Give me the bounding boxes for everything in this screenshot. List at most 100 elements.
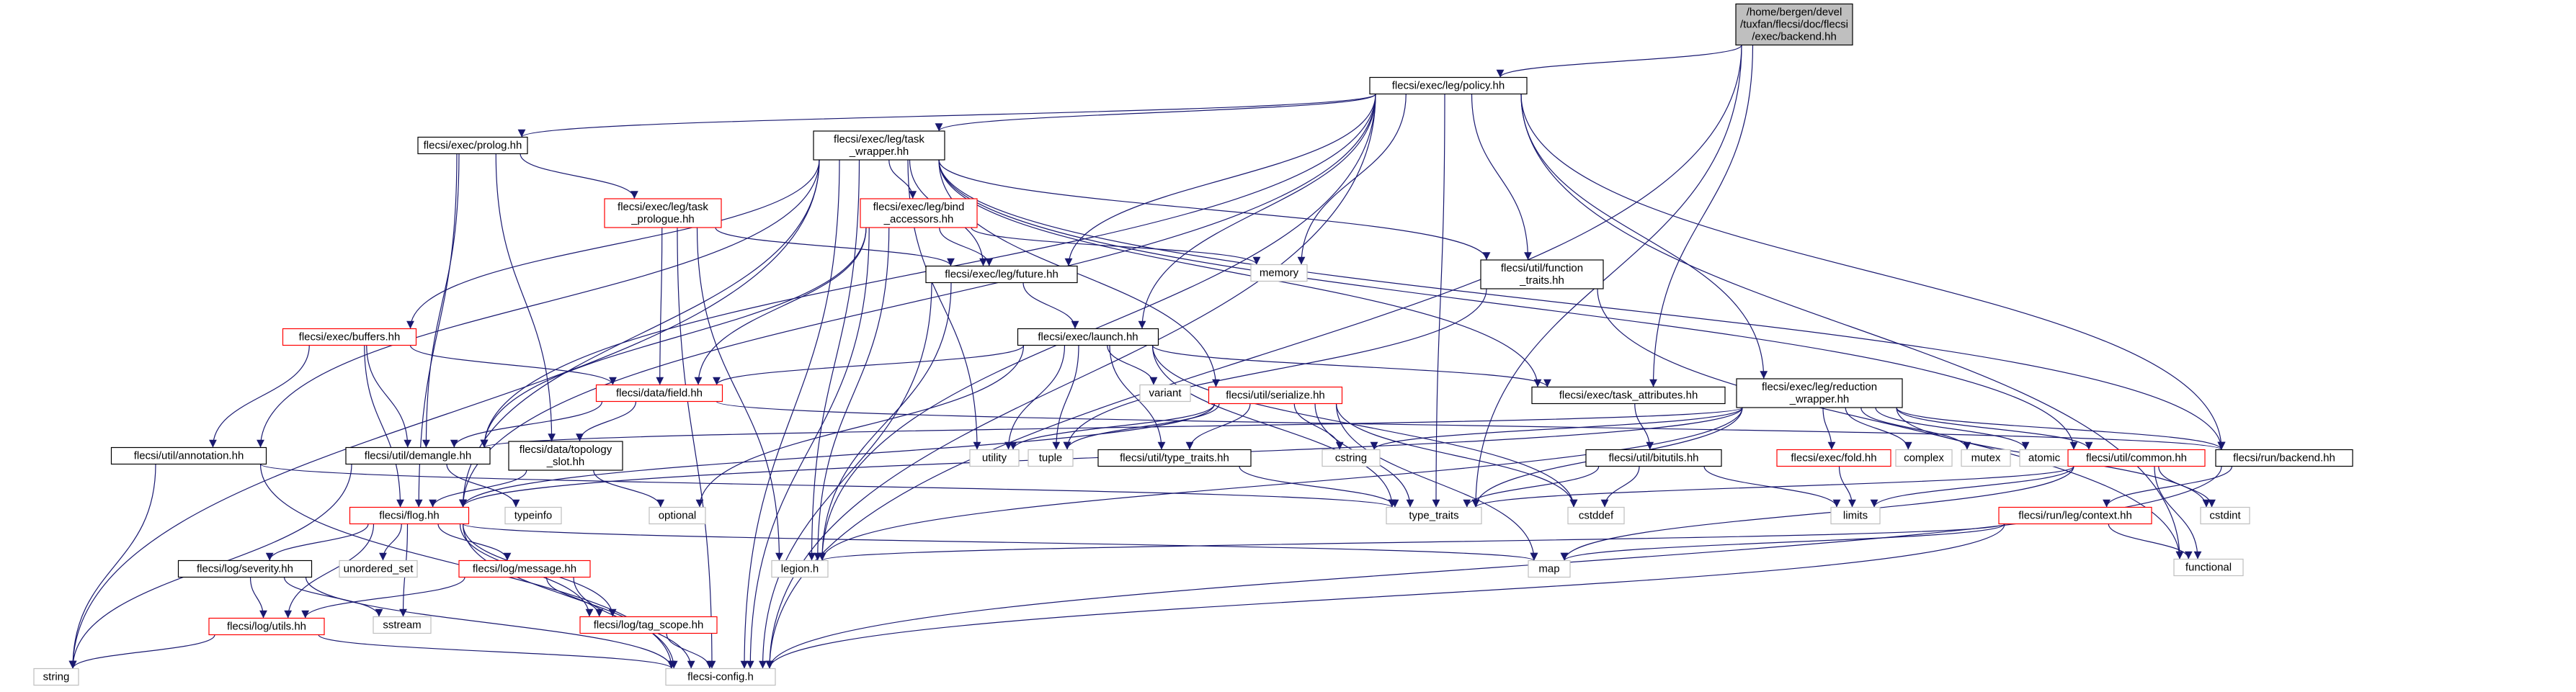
node-box [508, 441, 623, 471]
edge-line [1151, 344, 1551, 388]
node-serialize[interactable]: flecsi/util/serialize.hh [1208, 386, 1343, 405]
node-topology-slot[interactable]: flecsi/data/topology_slot.hh [508, 441, 623, 471]
node-policy[interactable]: flecsi/exec/leg/policy.hh [1369, 76, 1528, 95]
edge-policy-to-memory [1297, 94, 1407, 265]
edge-line [284, 524, 375, 619]
node-box [1139, 384, 1191, 403]
edge-buffers-to-annotation [209, 345, 310, 448]
node-box [1528, 560, 1571, 578]
edge-line [450, 401, 603, 448]
node-annotation[interactable]: flecsi/util/annotation.hh [110, 446, 267, 465]
node-tag-scope[interactable]: flecsi/log/tag_scope.hh [579, 616, 718, 634]
edge-line [1520, 94, 2226, 450]
edge-severity-to-log-utils [249, 577, 267, 619]
edge-line [283, 577, 383, 617]
edge-prolog-to-demangle [422, 153, 460, 448]
node-field[interactable]: flecsi/data/field.hh [595, 384, 723, 403]
edge-policy-to-task-wrapper [935, 93, 1376, 132]
node-type-traits-hh[interactable]: flecsi/util/type_traits.hh [1097, 449, 1252, 467]
node-flog[interactable]: flecsi/flog.hh [349, 506, 470, 525]
edge-line [1138, 94, 1376, 329]
node-mutex: mutex [1961, 449, 2011, 467]
edge-line [2158, 466, 2216, 508]
edge-context-to-legion-h [819, 523, 2005, 562]
edge-type-traits-hh-to-type-traits [1239, 466, 1399, 508]
edge-fold-to-limits [1838, 466, 1856, 508]
node-label: functional [2185, 562, 2232, 574]
node-box [969, 449, 1020, 467]
node-common[interactable]: flecsi/util/common.hh [2067, 449, 2206, 467]
node-label: _accessors.hh [883, 213, 954, 225]
edge-reduction-wrapper-to-mutex [1860, 407, 1971, 450]
node-reduction-wrapper[interactable]: flecsi/exec/leg/reduction_wrapper.hh [1736, 378, 1903, 408]
edge-line [1370, 407, 1743, 450]
node-label: flecsi/exec/leg/reduction [1762, 381, 1877, 393]
node-task-prologue[interactable]: flecsi/exec/leg/task_prologue.hh [604, 198, 722, 228]
edge-line [1560, 466, 2074, 561]
node-box [1097, 449, 1252, 467]
node-box [2067, 449, 2206, 467]
node-box [177, 560, 313, 578]
node-demangle[interactable]: flecsi/util/demangle.hh [345, 446, 491, 465]
edge-line [1151, 345, 1578, 508]
edge-line [1471, 45, 1742, 508]
edge-line [695, 345, 1025, 508]
node-box [1028, 449, 1074, 467]
edge-policy-to-legion-h [818, 94, 1376, 561]
edge-line [462, 524, 678, 669]
node-box [1895, 449, 1953, 467]
edge-flog-to-map [462, 523, 1538, 562]
edge-flog-to-log-utils [284, 524, 375, 619]
node-message[interactable]: flecsi/log/message.hh [458, 560, 591, 578]
node-buffers[interactable]: flecsi/exec/buffers.hh [282, 328, 417, 346]
edge-bitutils-to-cstddef [1600, 466, 1640, 508]
node-label: flecsi/exec/leg/task [618, 201, 708, 213]
edge-launch-to-tuple [1052, 345, 1079, 450]
node-label: /exec/backend.hh [1752, 31, 1837, 43]
node-prolog[interactable]: flecsi/exec/prolog.hh [417, 136, 528, 155]
edge-line [1496, 45, 1742, 78]
edge-buffers-to-field [409, 345, 617, 385]
node-severity[interactable]: flecsi/log/severity.hh [177, 560, 313, 578]
edge-serialize-to-flog [459, 403, 1216, 508]
edge-reduction-wrapper-to-cstring [1370, 407, 1743, 450]
edge-task-prologue-to-legion-h [696, 227, 783, 561]
node-bitutils[interactable]: flecsi/util/bitutils.hh [1585, 449, 1722, 467]
edge-task-prologue-to-flecsi-config [677, 227, 716, 669]
edge-line [759, 282, 932, 669]
node-log-utils[interactable]: flecsi/log/utils.hh [208, 617, 325, 636]
node-task-wrapper[interactable]: flecsi/exec/leg/task_wrapper.hh [813, 130, 945, 161]
node-limits: limits [1830, 506, 1881, 525]
edge-line [1896, 407, 2093, 450]
node-map: map [1528, 560, 1571, 578]
node-tuple: tuple [1028, 449, 1074, 467]
node-box [813, 130, 945, 161]
edge-line [1822, 407, 1836, 450]
edge-line [414, 153, 458, 508]
node-label: limits [1843, 510, 1868, 522]
edge-common-to-type-traits [1471, 465, 2074, 508]
edge-line [68, 159, 820, 669]
edge-line [1471, 94, 1532, 261]
node-layer: /home/bergen/devel/tuxfan/flecsi/doc/fle… [33, 3, 2353, 686]
node-function-traits[interactable]: flecsi/util/function_traits.hh [1480, 259, 1604, 289]
node-run-backend[interactable]: flecsi/run/backend.hh [2215, 449, 2353, 467]
edge-line [364, 345, 404, 508]
node-future[interactable]: flecsi/exec/leg/future.hh [925, 265, 1078, 284]
node-label: _slot.hh [546, 456, 585, 468]
edge-bind-accessors-to-future [939, 227, 994, 266]
edge-launch-to-utility [1004, 345, 1066, 450]
node-label: cstdint [2209, 510, 2241, 522]
node-launch[interactable]: flecsi/exec/launch.hh [1017, 328, 1159, 346]
node-box [1776, 449, 1891, 467]
node-label: flecsi/data/topology [520, 444, 612, 456]
node-backend-root[interactable]: /home/bergen/devel/tuxfan/flecsi/doc/fle… [1735, 3, 1853, 46]
node-task-attributes[interactable]: flecsi/exec/task_attributes.hh [1531, 386, 1726, 405]
node-label: flecsi/log/severity.hh [197, 563, 293, 575]
node-context[interactable]: flecsi/run/leg/context.hh [1998, 506, 2152, 525]
node-fold[interactable]: flecsi/exec/fold.hh [1776, 449, 1891, 467]
edge-task-attributes-to-bitutils [1634, 403, 1654, 450]
node-bind-accessors[interactable]: flecsi/exec/leg/bind_accessors.hh [860, 198, 978, 228]
node-label: _prologue.hh [630, 213, 695, 225]
edge-line [818, 407, 1743, 561]
